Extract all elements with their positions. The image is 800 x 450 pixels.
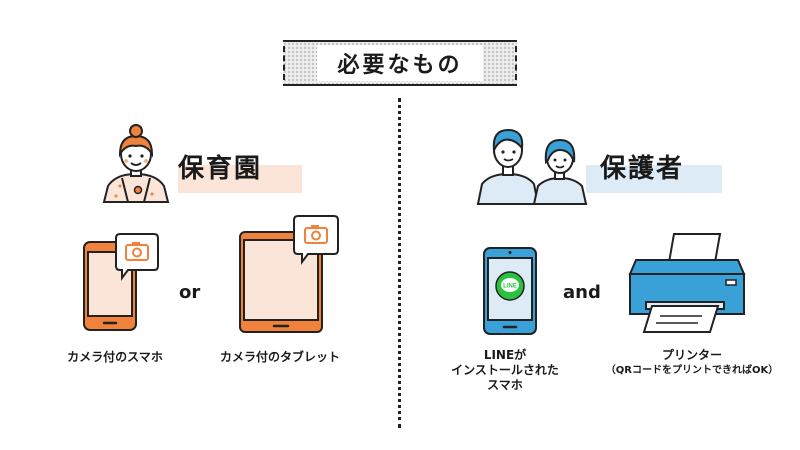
camera-bubble — [293, 215, 339, 265]
center-divider — [398, 98, 401, 428]
nursery-staff-person-icon — [102, 124, 170, 203]
camera-icon — [125, 242, 149, 261]
printer-caption-note: （QRコードをプリントできればOK） — [605, 365, 779, 376]
line-phone-caption-line-2: インストールされた — [451, 363, 559, 377]
nursery-heading: 保育園 — [178, 154, 263, 184]
line-phone-caption-line-1: LINEが — [483, 348, 527, 362]
guardian-heading: 保護者 — [600, 154, 685, 184]
nursery-smartphone-icon — [83, 233, 159, 331]
tablet-caption: カメラ付のタブレット — [219, 350, 340, 364]
guardians-people-icon — [476, 128, 588, 205]
and-connector: and — [563, 282, 601, 303]
line-phone-caption: LINEが インストールされた スマホ — [430, 348, 580, 393]
page-title: 必要なもの — [317, 45, 483, 81]
printer-caption-title: プリンター — [661, 348, 722, 362]
smartphone-caption: カメラ付のスマホ — [67, 350, 163, 364]
line-phone-caption-line-3: スマホ — [487, 378, 523, 392]
line-smartphone-icon: LINE — [483, 247, 537, 335]
nursery-heading-band — [178, 165, 302, 193]
nursery-tablet-icon — [239, 215, 339, 333]
guardian-heading-band — [586, 165, 722, 193]
line-logo-text: LINE — [503, 284, 517, 290]
printer-caption: プリンター （QRコードをプリントできればOK） — [592, 348, 792, 378]
camera-icon — [304, 225, 328, 244]
printer-icon — [628, 233, 746, 333]
or-connector: or — [179, 282, 201, 303]
title-banner: 必要なもの — [283, 40, 517, 86]
camera-bubble — [115, 233, 159, 281]
line-logo-icon: LINE — [495, 271, 525, 301]
